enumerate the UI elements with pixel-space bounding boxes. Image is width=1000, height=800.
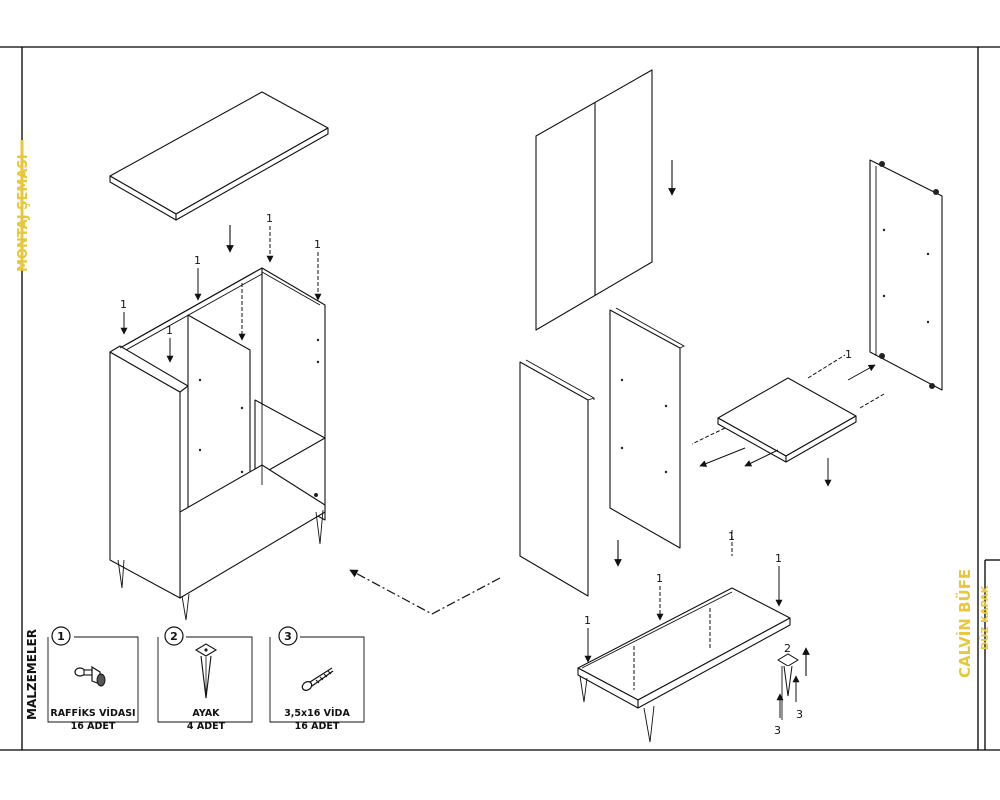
shelf-panel: 1 bbox=[691, 348, 885, 487]
leg-icon bbox=[194, 643, 218, 699]
product-variant: DÜZ KAPAK bbox=[977, 584, 991, 650]
material-quantity: 4 ADET bbox=[187, 721, 226, 732]
callout-label: 1 bbox=[194, 254, 201, 267]
material-quantity: 16 ADET bbox=[71, 721, 116, 732]
material-item-1: 1 RAFFİKS VİDASI 16 ADET bbox=[47, 626, 139, 732]
callout-label: 1 bbox=[120, 298, 127, 311]
callout-label: 1 bbox=[166, 324, 173, 337]
assembly-direction-arrow bbox=[349, 569, 501, 615]
middle-divider-panel bbox=[609, 307, 685, 567]
callout-label: 1 bbox=[314, 238, 321, 251]
sheet-title: MONTAJ ŞEMASI bbox=[16, 154, 31, 272]
cam-lock-screw-icon bbox=[74, 665, 106, 687]
materials-heading: MALZEMELER bbox=[25, 629, 39, 720]
callout-label: 1 bbox=[266, 212, 273, 225]
callout-label: 1 bbox=[775, 552, 782, 565]
callout-label: 1 bbox=[584, 614, 591, 627]
material-number: 2 bbox=[170, 630, 178, 643]
wood-screw-icon bbox=[301, 667, 334, 691]
callout-label: 2 bbox=[784, 642, 791, 655]
material-item-3: 3 3,5x16 VİDA 16 ADET bbox=[269, 626, 365, 732]
callout-label: 1 bbox=[845, 348, 852, 361]
bottom-base-panel: 1 1 1 1 bbox=[577, 530, 791, 743]
callout-label: 3 bbox=[796, 708, 803, 721]
callout-label: 1 bbox=[728, 530, 735, 543]
cabinet-cam-lock-callouts: 1 1 1 1 1 bbox=[120, 212, 322, 363]
material-item-2: 2 AYAK 4 ADET bbox=[157, 626, 253, 732]
callout-label: 1 bbox=[656, 572, 663, 585]
material-number: 3 bbox=[284, 630, 292, 643]
callout-label: 3 bbox=[774, 724, 781, 737]
back-panel bbox=[869, 159, 943, 391]
double-door-panels bbox=[535, 69, 676, 331]
material-name: RAFFİKS VİDASI bbox=[50, 708, 135, 719]
title-block: MONTAJ ŞEMASI bbox=[16, 140, 31, 272]
material-name: AYAK bbox=[192, 708, 220, 719]
cabinet-top-panel bbox=[109, 91, 329, 253]
material-quantity: 16 ADET bbox=[295, 721, 340, 732]
left-side-panel bbox=[519, 359, 595, 597]
product-block: CALVİN BÜFE DÜZ KAPAK bbox=[955, 569, 991, 678]
product-name: CALVİN BÜFE bbox=[955, 569, 974, 678]
material-name: 3,5x16 VİDA bbox=[284, 708, 350, 719]
leg-mounting-detail: 2 3 3 bbox=[774, 642, 810, 737]
material-number: 1 bbox=[57, 630, 65, 643]
cabinet-body bbox=[109, 267, 326, 621]
